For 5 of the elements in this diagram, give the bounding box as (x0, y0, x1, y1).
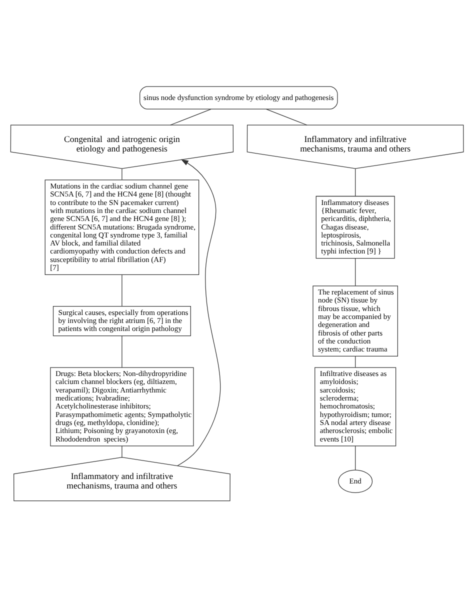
connector (355, 168, 356, 196)
connector (355, 258, 356, 286)
connector (355, 356, 356, 368)
connector (355, 446, 356, 470)
arrow (177, 159, 221, 466)
